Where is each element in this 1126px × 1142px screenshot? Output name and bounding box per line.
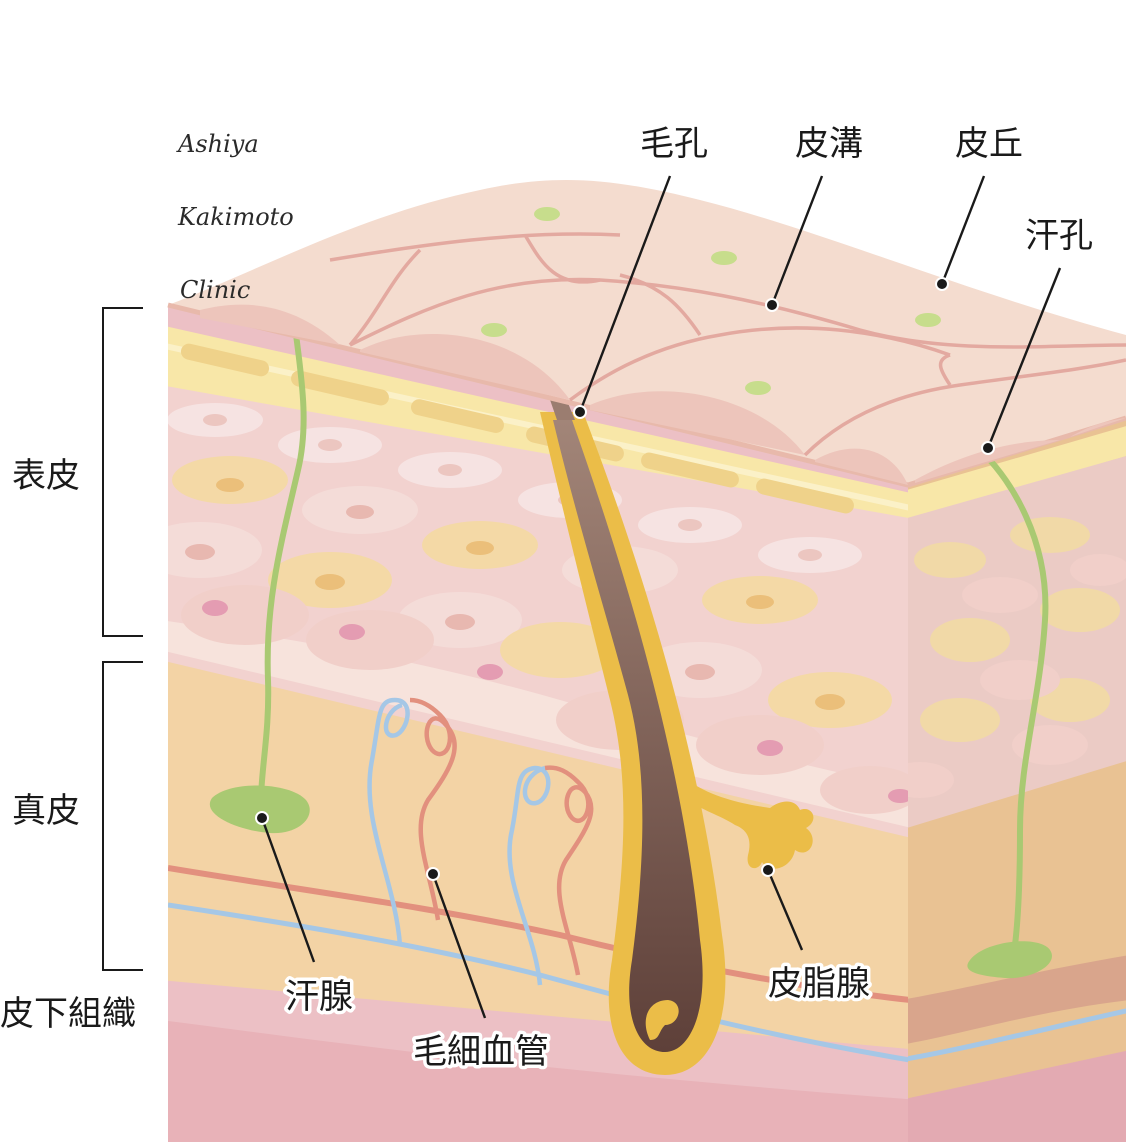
capillary-loop-1 — [367, 697, 457, 946]
hair-papilla — [645, 1000, 679, 1040]
surface-top — [168, 179, 1126, 485]
subcutaneous-band — [168, 1020, 908, 1142]
capillary-loop-2 — [507, 765, 594, 986]
skin-hills — [200, 304, 1126, 485]
watermark-line-1: Ashiya — [176, 130, 259, 158]
sebaceous-gland — [690, 785, 814, 869]
label-epidermis: 表皮 — [12, 456, 80, 496]
sweat-gland-side — [967, 941, 1052, 979]
label-skin-hill: 皮丘 — [955, 124, 1023, 164]
side-face — [908, 418, 1126, 1142]
epidermis-bracket — [102, 307, 143, 637]
label-skin-groove: 皮溝 — [795, 124, 863, 164]
dermis-layer — [168, 630, 908, 1050]
basal-wave — [168, 620, 908, 830]
watermark: Ashiya Kakimoto Clinic — [176, 130, 294, 304]
dermis-bracket — [102, 661, 143, 971]
label-sweat-gland: 汗腺 — [285, 977, 353, 1017]
watermark-line-3: Clinic — [180, 276, 250, 304]
surface-dots — [481, 207, 941, 395]
skin-surface — [167, 179, 1126, 488]
leader-lines — [255, 175, 1062, 1019]
label-pore: 毛孔 — [640, 124, 708, 164]
labels: 毛孔 皮溝 皮丘 汗孔 表皮 真皮 皮下組織 汗腺 毛細血管 皮脂腺 — [0, 124, 1093, 1076]
stratum-lucidum — [168, 342, 908, 513]
watermark-line-2: Kakimoto — [177, 203, 294, 231]
label-sebaceous-gland: 皮脂腺 — [768, 964, 870, 1004]
sweat-gland-front — [209, 785, 310, 834]
skin-grooves — [329, 232, 1126, 457]
label-capillary: 毛細血管 — [413, 1032, 549, 1072]
label-sweat-pore: 汗孔 — [1025, 216, 1093, 256]
sweat-duct-side — [982, 452, 1049, 946]
label-subcutaneous: 皮下組織 — [0, 994, 136, 1034]
hair-root — [553, 420, 703, 1052]
label-dermis: 真皮 — [12, 791, 80, 831]
sweat-duct-front — [258, 317, 307, 816]
